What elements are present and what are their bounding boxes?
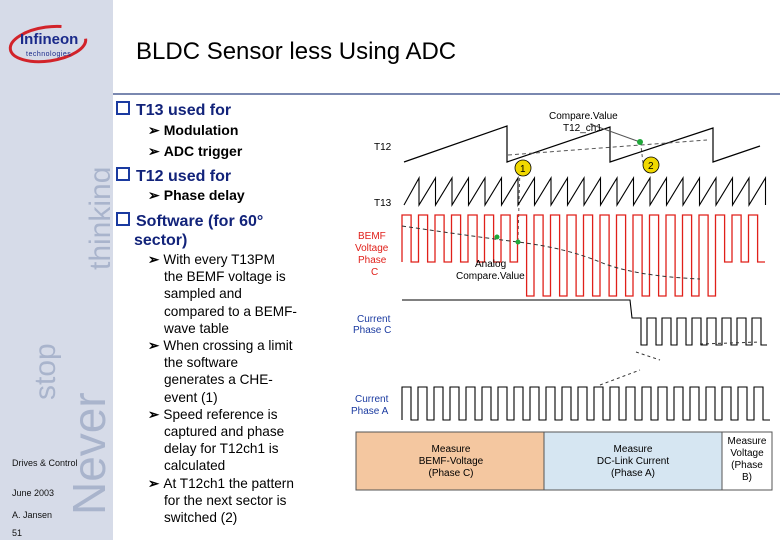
arrow-icon: ➢: [148, 406, 160, 422]
box3-line4: B): [742, 472, 752, 483]
box2-line1: Measure: [614, 444, 653, 455]
label-analog: Analog: [475, 259, 506, 270]
analog-dot-1: [494, 234, 500, 240]
label-compare-ch1: T12_ch1: [563, 123, 602, 134]
marker-2-icon: [642, 156, 660, 174]
label-bemf-1: BEMF: [358, 231, 386, 242]
box2-line2: DC-Link Current: [597, 456, 669, 467]
slide-title: BLDC Sensor less Using ADC: [136, 38, 457, 65]
bemf-waveform: [401, 214, 765, 297]
label-current-a-2: Phase A: [351, 406, 389, 417]
box-measure-bemf: [355, 431, 545, 491]
box-measure-dc-link: [543, 431, 723, 491]
compare-value-leader: [589, 123, 641, 143]
arrow-icon: ➢: [148, 338, 160, 354]
bullet-software-cont: sector): [134, 232, 188, 249]
label-current-c-1: Current: [357, 314, 391, 325]
label-t13: T13: [374, 198, 392, 209]
bullet-square-icon: [116, 101, 130, 115]
bullet-modulation: ➢Modulation: [148, 122, 239, 138]
watermark-thinking: thinking: [84, 167, 110, 270]
bullet-phase-delay: ➢Phase delay: [148, 187, 245, 203]
footer-dept: Drives & Control: [12, 458, 78, 468]
label-compare-value: Compare.Value: [549, 111, 618, 122]
analog-compare-curve: [401, 225, 701, 280]
arrow-icon: ➢: [148, 187, 160, 203]
arrow-icon: ➢: [148, 475, 160, 491]
box-measure-voltage: [721, 431, 773, 491]
bullet-adc-trigger: ➢ADC trigger: [148, 143, 243, 159]
marker-1-label: 1: [520, 164, 526, 175]
bullet-t12: T12 used for: [116, 167, 231, 186]
current-phase-c-waveform: [402, 299, 767, 346]
bullet-software: Software (for 60°: [116, 212, 263, 231]
current-a-dashed: [599, 369, 641, 386]
current-phase-a-waveform: [401, 386, 770, 421]
t13-sawtooth: [403, 175, 767, 207]
label-bemf-2: Voltage: [355, 243, 389, 254]
box1-line2: BEMF-Voltage: [419, 456, 484, 467]
footer-author: A. Jansen: [12, 510, 53, 520]
box2-line3: (Phase A): [611, 468, 655, 479]
logo-brand: Infineon: [20, 31, 78, 48]
watermark-stop: stop: [30, 343, 62, 400]
label-bemf-3: Phase: [358, 255, 387, 266]
timing-diagram: 1 2 Compare.Value T12_ch1 T12 T13 BEMF V…: [351, 111, 773, 491]
logo-sub: technologies: [26, 51, 71, 58]
marker-1-icon: [514, 159, 532, 177]
watermark: Never stop thinking: [30, 167, 110, 515]
label-analog-compare: Compare.Value: [456, 271, 525, 282]
footer-date: June 2003: [12, 488, 55, 498]
label-current-a-1: Current: [355, 394, 389, 405]
arrow-icon: ➢: [148, 143, 160, 159]
t12-sawtooth: [403, 125, 761, 163]
box3-line2: Voltage: [730, 448, 764, 459]
watermark-never: Never: [63, 392, 110, 515]
box1-line1: Measure: [432, 444, 471, 455]
compare-value-line: [507, 139, 708, 156]
label-bemf-4: C: [371, 267, 378, 278]
current-c-dashed: [635, 351, 661, 361]
label-current-c-2: Phase C: [353, 325, 391, 336]
compare-dot: [637, 139, 643, 145]
current-c-dashed-2: [699, 341, 761, 345]
arrow-icon: ➢: [148, 252, 160, 267]
infineon-logo: Infineon technologies: [8, 24, 88, 64]
marker-2-leader: [640, 145, 644, 164]
label-t12: T12: [374, 142, 392, 153]
arrow-icon: ➢: [148, 122, 160, 138]
box3-line1: Measure: [728, 436, 767, 447]
footer-page: 51: [12, 528, 23, 538]
bullet-t13: T13 used for: [116, 101, 231, 120]
bullet-square-icon: [116, 212, 130, 226]
marker-2-label: 2: [648, 161, 654, 172]
box1-line3: (Phase C): [428, 468, 473, 479]
bullet-square-icon: [116, 167, 130, 181]
box3-line3: (Phase: [731, 460, 763, 471]
title-rule: [113, 93, 780, 95]
analog-dot-2: [515, 239, 521, 245]
sidebar: [0, 0, 113, 540]
